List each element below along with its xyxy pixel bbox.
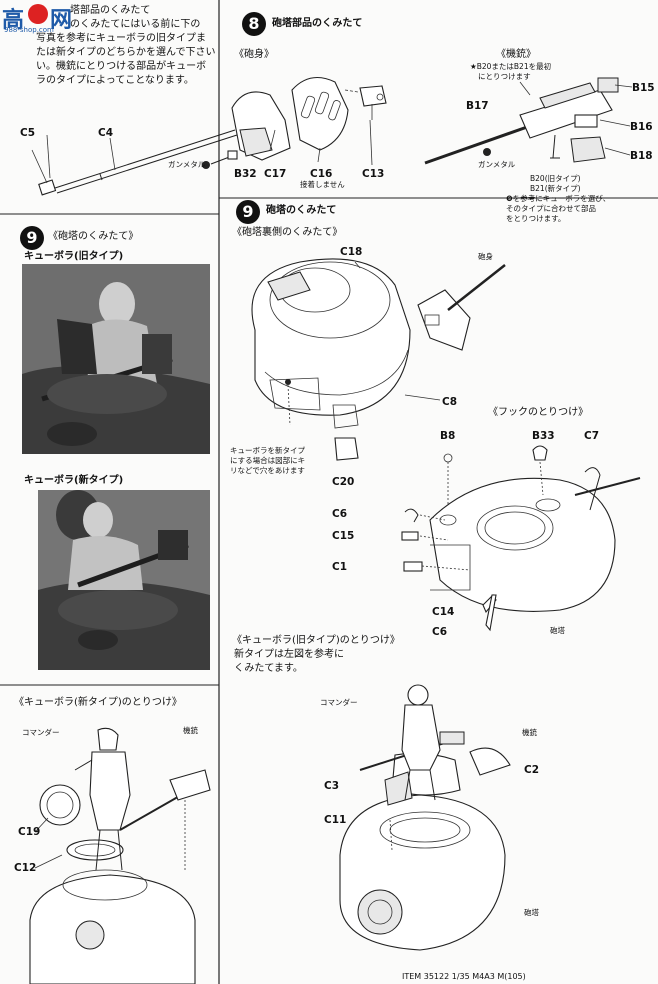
mg-note-1: ★B20またはB21を最初	[470, 62, 552, 71]
logo-badge	[28, 4, 48, 24]
mantlet-drawing	[231, 76, 387, 166]
old-cupola-drawing	[339, 684, 511, 951]
photo-new-cupola	[38, 490, 210, 670]
new-cupola-assembly-title: 《キューボラ(新タイプ)のとりつけ》	[14, 697, 182, 708]
label-c13: C13	[362, 168, 385, 180]
barrel-drawing	[31, 129, 238, 196]
old-cupola-note-2: くみたてます。	[234, 663, 303, 674]
label-c17: C17	[264, 168, 287, 180]
label-turret: 砲塔	[550, 626, 565, 635]
choose-note-2: そのタイプに合わせて部品	[506, 204, 596, 213]
label-c12: C12	[14, 862, 37, 874]
choose-note-1: ❾を参考にキューボラを選び、	[506, 194, 611, 203]
label-b32: B32	[234, 168, 257, 180]
label-b17: B17	[466, 100, 489, 112]
step-9-right-title: 砲塔のくみたて	[266, 205, 337, 216]
label-c18: C18	[340, 246, 363, 258]
step-8-title: 砲塔部品のくみたて	[272, 18, 363, 29]
label-c6-bottom: C6	[432, 626, 448, 638]
cupola-old-label: キューボラ(旧タイプ)	[24, 251, 124, 262]
step-9-right-number: 9	[236, 200, 260, 224]
label-b15: B15	[632, 82, 655, 94]
new-type-note-1: キューボラを新タイプ	[230, 446, 305, 455]
step-9-left-number: 9	[20, 226, 44, 250]
label-b33: B33	[532, 430, 555, 442]
label-commander-right: コマンダー	[320, 698, 358, 707]
new-type-note-2: にする場合は図部にキ	[230, 456, 306, 465]
choose-note-3: をとりつけます。	[506, 214, 566, 223]
label-c14: C14	[432, 606, 455, 618]
intro-line-1: のくみたてにはいる前に下の	[70, 19, 201, 30]
intro-line-2: 写真を参考にキューボラの旧タイプま	[36, 33, 206, 44]
mg-note-2: にとりつけます	[478, 72, 531, 81]
photo-old-cupola	[22, 264, 210, 454]
footer-code: ITEM 35122 1/35 M4A3 M(105)	[402, 972, 526, 981]
turret-inner-title: 《砲塔裏側のくみたて》	[232, 227, 343, 238]
label-c2: C2	[524, 764, 540, 776]
label-mg-left: 機銃	[183, 726, 198, 735]
logo-char-1: 高	[2, 7, 25, 33]
new-type-note-3: リなどで穴をあけます	[230, 466, 305, 475]
intro-line-3: たは新タイプのどちらかを選んで下さい	[36, 47, 216, 58]
site-logo: 高 网 988-shop.com	[2, 2, 72, 36]
cupola-new-label: キューボラ(新タイプ)	[24, 475, 124, 486]
label-b18: B18	[630, 150, 653, 162]
logo-char-2: 网	[50, 7, 73, 33]
label-b16: B16	[630, 121, 653, 133]
hook-title: 《フックのとりつけ》	[488, 407, 589, 418]
barrel-title: 《砲身》	[234, 49, 274, 60]
intro-line-4: い。機銃にとりつける部品がキューボ	[36, 61, 207, 72]
label-c8: C8	[442, 396, 458, 408]
label-b21: B21(新タイプ)	[530, 184, 581, 193]
label-c1: C1	[332, 561, 348, 573]
label-commander-left: コマンダー	[22, 728, 60, 737]
logo-url: 988-shop.com	[4, 26, 54, 34]
new-cupola-drawing	[29, 727, 211, 984]
label-c16: C16	[310, 168, 333, 180]
step-8-number: 8	[242, 12, 266, 36]
label-c16-note: 接着しません	[300, 180, 345, 189]
intro-line-5: ラのタイプによってことなります。	[36, 75, 194, 86]
mg-title: 《機銃》	[496, 49, 536, 60]
old-cupola-note-1: 新タイプは左図を参考に	[234, 649, 344, 660]
label-c3: C3	[324, 780, 340, 792]
turret-hooks-drawing	[401, 445, 641, 632]
label-c19: C19	[18, 826, 41, 838]
label-b8: B8	[440, 430, 456, 442]
label-c15: C15	[332, 530, 355, 542]
intro-text-cont: 写真を参考にキューボラの旧タイプま たは新タイプのどちらかを選んで下さい い。機…	[36, 32, 216, 88]
step-9-left-title: 《砲塔のくみたて》	[48, 231, 139, 242]
old-cupola-title: 《キューボラ(旧タイプ)のとりつけ》	[232, 635, 400, 646]
mg-drawing	[424, 77, 633, 165]
label-c4: C4	[98, 127, 114, 139]
label-c7: C7	[584, 430, 600, 442]
label-c11: C11	[324, 814, 347, 826]
label-gunmetal-right: ガンメタル	[478, 160, 516, 169]
label-turret-2: 砲塔	[524, 908, 539, 917]
label-c6-top: C6	[332, 508, 348, 520]
label-c5: C5	[20, 127, 36, 139]
turret-interior-drawing	[251, 258, 506, 461]
intro-line-0: 塔部品のくみたて	[70, 5, 151, 16]
label-mg-right: 機銃	[522, 728, 537, 737]
label-gunmetal-left: ガンメタル	[168, 160, 206, 169]
label-c20: C20	[332, 476, 355, 488]
label-b20: B20(旧タイプ)	[530, 174, 581, 183]
label-barrel: 砲身	[478, 252, 493, 261]
intro-text: 塔部品のくみたて のくみたてにはいる前に下の	[70, 4, 200, 32]
